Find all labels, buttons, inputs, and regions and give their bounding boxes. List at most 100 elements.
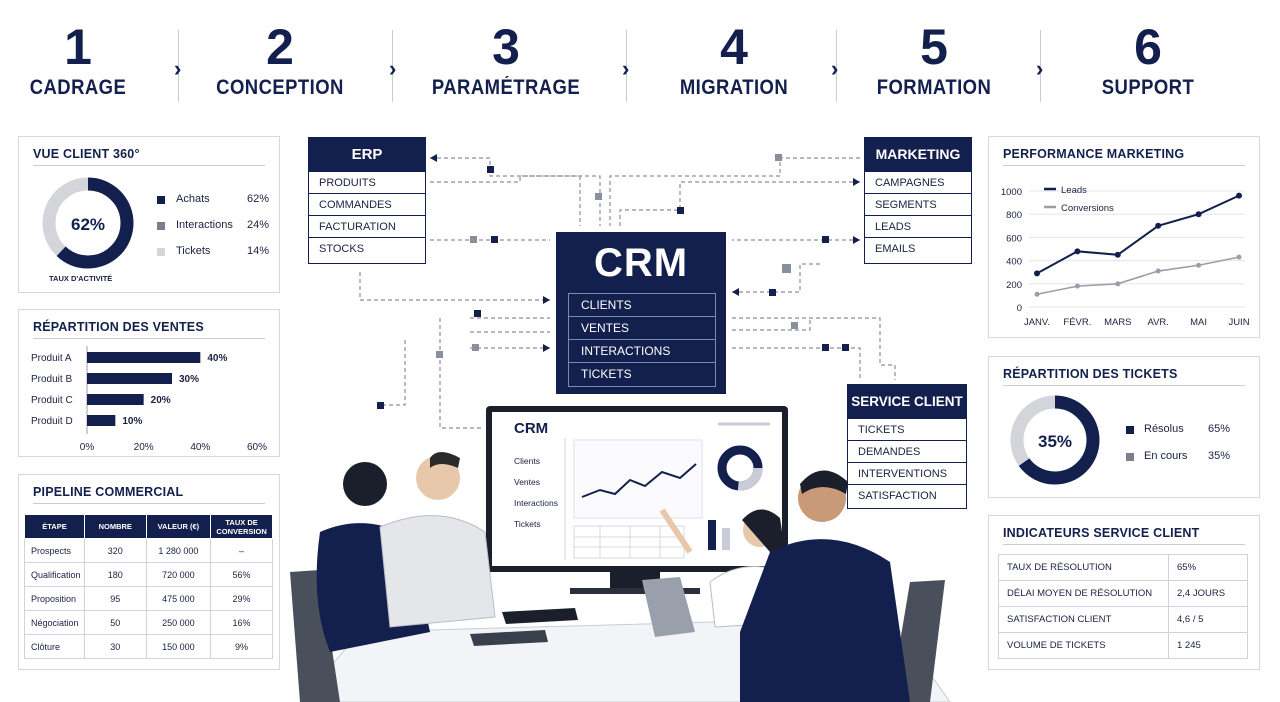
column-header: TAUX DE CONVERSION bbox=[210, 514, 273, 539]
column-header: VALEUR (€) bbox=[145, 514, 212, 539]
x-tick-label: FÉVR. bbox=[1063, 317, 1091, 328]
table-cell: 65% bbox=[1168, 554, 1248, 581]
panel-title: INDICATEURS SERVICE CLIENT bbox=[1003, 526, 1245, 545]
data-point bbox=[1236, 192, 1242, 199]
marketing-item: EMAILS bbox=[865, 237, 971, 259]
x-tick-label: MARS bbox=[1104, 317, 1131, 328]
legend-swatch bbox=[157, 196, 165, 204]
screen-title: CRM bbox=[514, 420, 549, 437]
pipeline-table: ÉTAPE NOMBRE VALEUR (€) TAUX DE CONVERSI… bbox=[24, 514, 273, 659]
series-line bbox=[1036, 194, 1240, 275]
service-title: SERVICE CLIENT bbox=[848, 385, 966, 418]
legend-value: 35% bbox=[1207, 450, 1230, 462]
phase-label: PARAMÉTRAGE bbox=[431, 76, 581, 99]
panel-title: PERFORMANCE MARKETING bbox=[1003, 147, 1245, 166]
crm-module: VENTES bbox=[569, 317, 715, 340]
legend-value: 14% bbox=[246, 245, 269, 257]
bar-value-label: 20% bbox=[151, 395, 171, 406]
legend-label: Achats bbox=[176, 193, 210, 205]
panel-title: RÉPARTITION DES VENTES bbox=[33, 320, 265, 339]
phase-label: SUPPORT bbox=[1101, 76, 1195, 99]
phase-divider bbox=[626, 30, 627, 102]
crm-hub: CRM CLIENTS VENTES INTERACTIONS TICKETS bbox=[556, 232, 726, 394]
person-head bbox=[343, 462, 387, 506]
table-cell: 4,6 / 5 bbox=[1168, 606, 1248, 633]
table-cell: Prospects bbox=[24, 538, 85, 563]
marketing-title: MARKETING bbox=[865, 138, 971, 171]
phase-label: CONCEPTION bbox=[216, 76, 344, 99]
data-point bbox=[1196, 262, 1202, 268]
monitor-base bbox=[570, 588, 700, 594]
service-item: DEMANDES bbox=[848, 440, 966, 462]
indicateurs-panel: INDICATEURS SERVICE CLIENT TAUX DE RÉSOL… bbox=[988, 515, 1260, 670]
screen-menu-item: Clients bbox=[514, 456, 540, 466]
phase-divider bbox=[1040, 30, 1041, 102]
bar bbox=[87, 415, 116, 426]
phase-label: FORMATION bbox=[876, 76, 992, 99]
legend-value: 62% bbox=[246, 193, 269, 205]
table-cell: 180 bbox=[83, 562, 147, 587]
legend-item: Résolus 65% bbox=[1126, 423, 1230, 450]
bar-label: Produit B bbox=[31, 374, 72, 385]
legend-swatch bbox=[1126, 426, 1134, 434]
legend-label: Résolus bbox=[1144, 423, 1184, 435]
table-cell: DÉLAI MOYEN DE RÉSOLUTION bbox=[998, 580, 1169, 607]
erp-item: PRODUITS bbox=[309, 171, 425, 193]
series-line bbox=[1036, 256, 1240, 296]
tick-label: 40% bbox=[190, 442, 210, 453]
chevron-right-icon: › bbox=[389, 56, 397, 81]
marketing-item: CAMPAGNES bbox=[865, 171, 971, 193]
bar bbox=[87, 394, 144, 405]
legend-swatch bbox=[157, 248, 165, 256]
table-cell: 56% bbox=[210, 562, 273, 587]
person-arm bbox=[659, 508, 693, 554]
panel-title: PIPELINE COMMERCIAL bbox=[33, 485, 265, 504]
legend-value: 24% bbox=[246, 219, 269, 231]
table-cell: Proposition bbox=[24, 586, 85, 611]
donut-center-value: 62% bbox=[71, 215, 105, 234]
bar-value-label: 40% bbox=[207, 353, 227, 364]
phase-number: 3 bbox=[492, 19, 520, 75]
crm-module: INTERACTIONS bbox=[569, 340, 715, 363]
phase-1: 1 CADRAGE bbox=[0, 18, 178, 100]
service-item: INTERVENTIONS bbox=[848, 462, 966, 484]
chevron-right-icon: › bbox=[174, 56, 182, 81]
tick-label: 0% bbox=[80, 442, 95, 453]
legend-item: Achats 62% bbox=[157, 193, 269, 219]
erp-item: COMMANDES bbox=[309, 193, 425, 215]
y-tick-label: 600 bbox=[1006, 233, 1022, 244]
donut-caption: TAUX D'ACTIVITÉ bbox=[49, 274, 113, 283]
legend-label: En cours bbox=[1144, 450, 1188, 462]
donut-segment bbox=[42, 177, 134, 269]
person-hair bbox=[800, 470, 848, 494]
legend-item: Interactions 24% bbox=[157, 219, 269, 245]
table-cell: – bbox=[210, 538, 273, 563]
phase-5: 5 FORMATION bbox=[834, 18, 1034, 100]
screen-menu-item: Interactions bbox=[514, 498, 558, 508]
person-body bbox=[740, 539, 910, 702]
table-cell: 30 bbox=[83, 634, 147, 659]
service-item: SATISFACTION bbox=[848, 484, 966, 506]
y-tick-label: 800 bbox=[1006, 210, 1022, 221]
legend-swatch bbox=[1126, 453, 1134, 461]
bar-value-label: 30% bbox=[179, 374, 199, 385]
vue-client-panel: VUE CLIENT 360° 62% TAUX D'ACTIVITÉ Acha… bbox=[18, 136, 280, 293]
x-tick-label: JANV. bbox=[1024, 317, 1050, 328]
data-point bbox=[1034, 270, 1040, 277]
screen-bar bbox=[722, 528, 730, 550]
screen-chart-area bbox=[573, 439, 703, 519]
service-item: TICKETS bbox=[848, 418, 966, 440]
erp-title: ERP bbox=[309, 138, 425, 171]
tickets-donut: 35% bbox=[1010, 395, 1100, 485]
y-tick-label: 400 bbox=[1006, 257, 1022, 268]
bar bbox=[87, 373, 172, 384]
person-body bbox=[379, 515, 496, 628]
erp-item: FACTURATION bbox=[309, 215, 425, 237]
table-cell: 1 280 000 bbox=[145, 538, 212, 563]
